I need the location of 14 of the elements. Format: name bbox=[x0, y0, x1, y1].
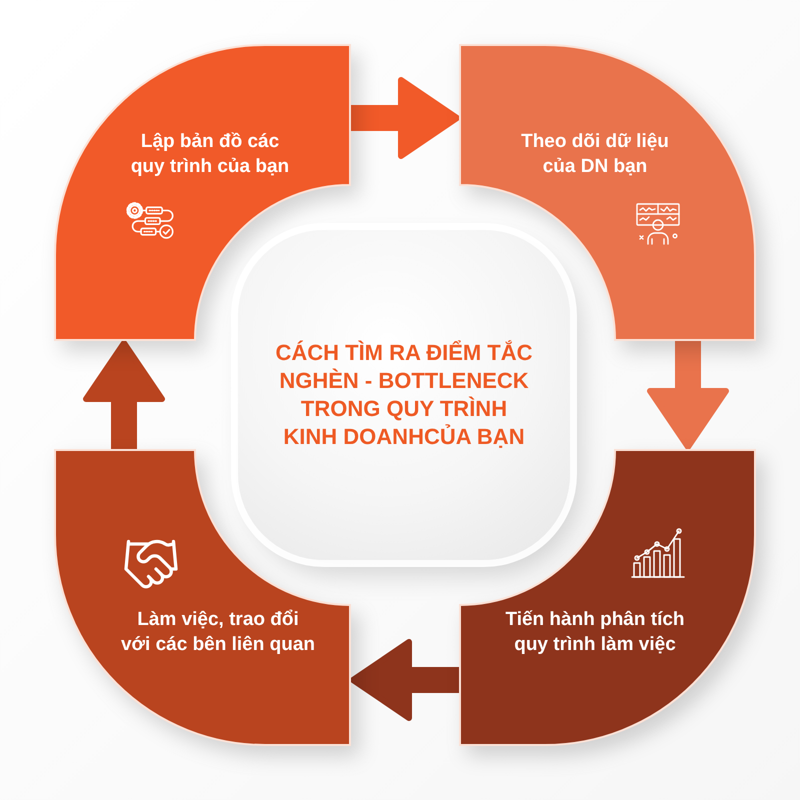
quarter-ring-segment bbox=[460, 45, 755, 340]
step-label: Lập bản đồ các quy trình của bạn bbox=[130, 130, 290, 179]
step-label: Tiến hành phân tích quy trình làm việc bbox=[504, 608, 686, 657]
center-panel bbox=[238, 230, 570, 560]
heading-text: CÁCH TÌM RA ĐIỂM TẮC NGHÈN - BOTTLENECK TRONG QUY TRÌNH KINH DOANHCỦA BẠN bbox=[274, 339, 534, 451]
quarter-ring-segment bbox=[55, 450, 350, 745]
quarter-ring-segment bbox=[55, 45, 350, 340]
step-label: Theo dõi dữ liệu của DN bạn bbox=[520, 130, 670, 179]
quarter-ring-segment bbox=[460, 450, 755, 745]
step-label: Làm việc, trao đổi với các bên liên quan bbox=[120, 608, 316, 657]
arrow bbox=[350, 639, 460, 721]
arrow bbox=[83, 340, 165, 450]
arrow bbox=[350, 77, 460, 159]
arrow bbox=[647, 340, 729, 450]
